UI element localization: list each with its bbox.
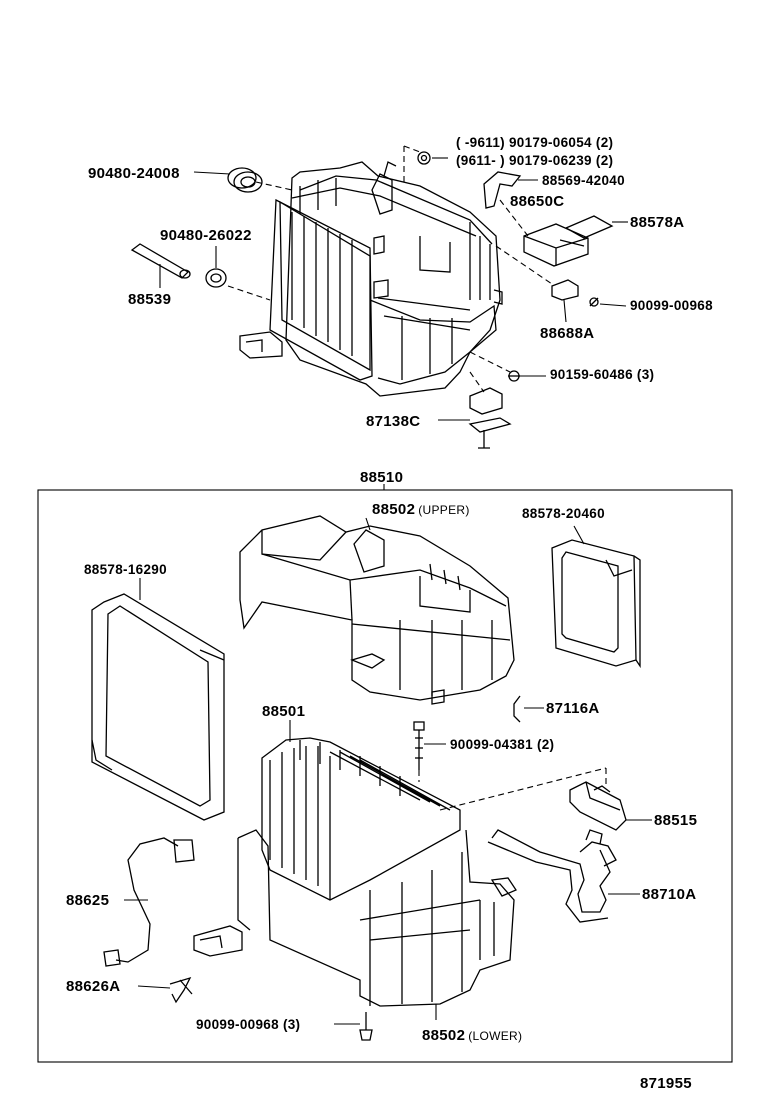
label-9611-b: (9611- ) 90179-06239 (2): [456, 153, 614, 168]
amplifier-88650c: [523, 223, 589, 267]
bolt-90099-04381: [413, 721, 425, 770]
lower-case-88502: [193, 829, 517, 1007]
grommet-90480-24008: [227, 167, 263, 193]
expansion-valve-88515: [569, 781, 627, 831]
assembly-88510-frame: [37, 489, 733, 1063]
label-88626a: 88626A: [66, 978, 121, 995]
label-90480-24008: 90480-24008: [88, 165, 180, 182]
screw-90099-00968: [589, 297, 599, 307]
upper-case-88502: [239, 515, 515, 705]
label-88688a: 88688A: [540, 325, 595, 342]
clip-87116a: [513, 695, 521, 723]
label-88501: 88501: [262, 703, 306, 720]
tube-88710a: [487, 829, 617, 923]
label-88539: 88539: [128, 291, 172, 308]
label-90480-26022: 90480-26022: [160, 227, 252, 244]
thermistor-88625: [103, 837, 195, 967]
seal-88578-20460: [551, 539, 641, 669]
label-88710a: 88710A: [642, 886, 697, 903]
label-87116a: 87116A: [546, 700, 600, 717]
bracket-88688a: [551, 279, 579, 301]
label-88502-upper: 88502(UPPER): [372, 501, 470, 518]
label-88515: 88515: [654, 812, 698, 829]
label-88502-lower: 88502(LOWER): [422, 1027, 523, 1044]
label-90099-00968: 90099-00968: [630, 298, 713, 313]
label-88578a: 88578A: [630, 214, 685, 231]
label-88650c: 88650C: [510, 193, 565, 210]
label-9611-a: ( -9611) 90179-06054 (2): [456, 135, 614, 150]
label-90099-00968-3: 90099-00968 (3): [196, 1017, 301, 1032]
figure-code: 871955: [640, 1075, 692, 1092]
grommet-90480-26022: [205, 268, 227, 288]
label-90159-60486: 90159-60486 (3): [550, 367, 655, 382]
screw-90099-00968-lower: [359, 1012, 373, 1041]
nut-90179: [417, 151, 431, 165]
label-assembly-88510: 88510: [360, 469, 404, 486]
cover-88578a: [564, 215, 614, 239]
seal-88578-16290: [91, 593, 225, 821]
label-88569-42040: 88569-42040: [542, 173, 625, 188]
assembly-leader-lines: [124, 517, 652, 1025]
evaporator-assembly-top: [239, 161, 503, 397]
label-87138c: 87138C: [366, 413, 421, 430]
bracket-88569-42040: [483, 171, 522, 209]
screw-90159-60486: [508, 370, 520, 382]
drain-hose-88539: [130, 243, 191, 279]
clip-88626a: [169, 976, 193, 1004]
label-88578-20460: 88578-20460: [522, 506, 605, 521]
actuator-87138c: [468, 387, 512, 449]
top-leader-lines: [159, 145, 628, 421]
label-90099-04381: 90099-04381 (2): [450, 737, 555, 752]
evaporator-88501: [261, 737, 461, 901]
label-88625: 88625: [66, 892, 110, 909]
label-88578-16290: 88578-16290: [84, 562, 167, 577]
